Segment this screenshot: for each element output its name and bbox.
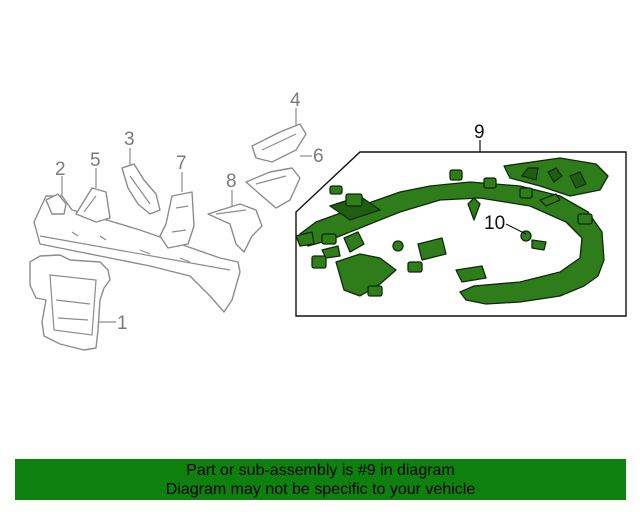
callout-8: 8	[226, 171, 237, 192]
part-8-plate	[207, 203, 263, 253]
part-2-clip	[45, 193, 67, 215]
part-1-panel	[29, 254, 111, 351]
assembly-9-hardware	[295, 169, 593, 297]
part-7-bracket	[159, 191, 195, 249]
leader-10	[505, 223, 527, 235]
callout-6: 6	[313, 146, 324, 167]
assembly-9-box	[295, 151, 627, 317]
callout-3: 3	[124, 129, 135, 150]
callout-10: 10	[484, 213, 505, 234]
part-3-bracket	[121, 163, 161, 215]
callout-1: 1	[117, 313, 128, 334]
callout-9: 9	[474, 122, 485, 143]
parts-diagram: 1 2 3 4 5 6 7 8 9 10	[29, 90, 627, 351]
banner-line-2: Diagram may not be specific to your vehi…	[165, 480, 476, 498]
assembly-9-frame	[299, 157, 609, 305]
part-6-bracket	[245, 167, 301, 209]
assembly-notice-banner: Part or sub-assembly is #9 in diagram Di…	[15, 459, 626, 500]
rear-panel-beam	[33, 195, 241, 313]
callout-5: 5	[90, 150, 101, 171]
callout-2: 2	[55, 159, 66, 180]
banner-line-1: Part or sub-assembly is #9 in diagram	[186, 461, 455, 479]
part-4-bracket	[251, 123, 307, 163]
callout-4: 4	[290, 90, 301, 111]
callout-7: 7	[176, 153, 187, 174]
part-5-bracket	[75, 187, 111, 223]
